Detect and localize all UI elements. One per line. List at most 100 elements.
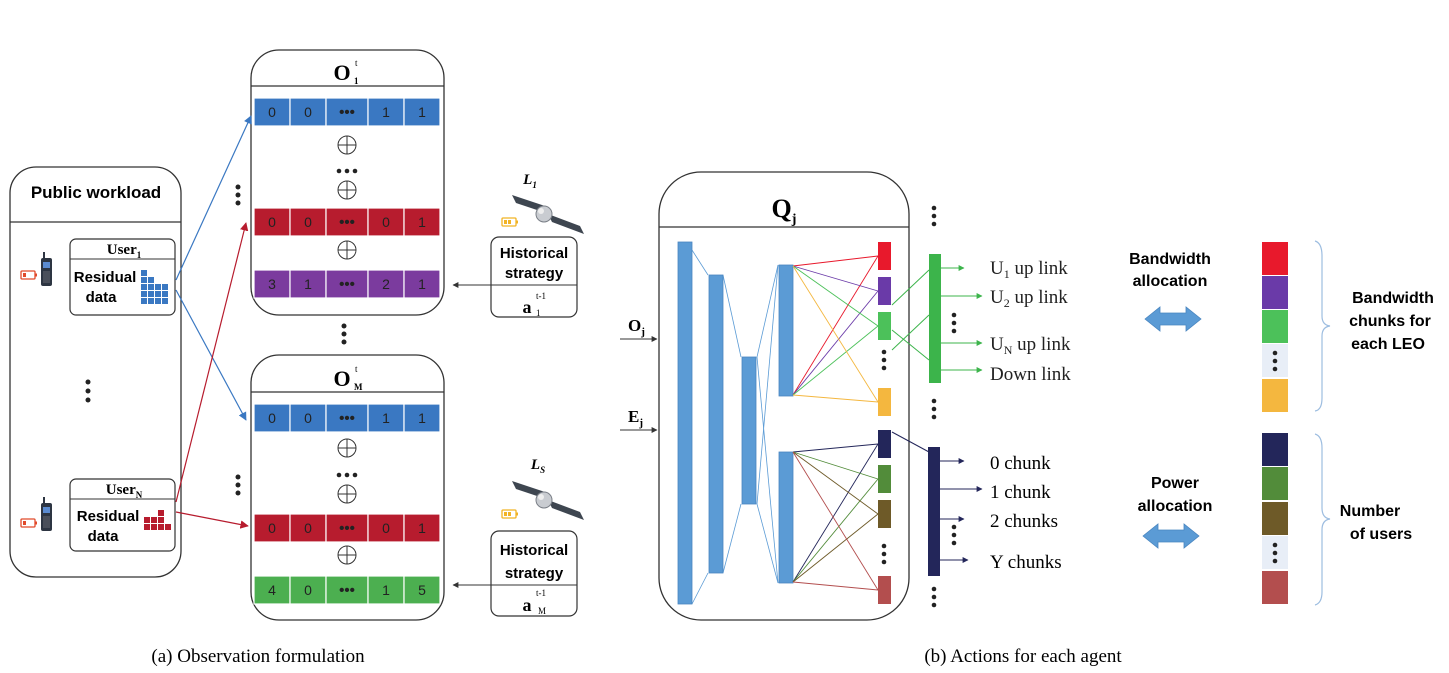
- userN-residual-label: Residual: [77, 508, 140, 525]
- obs-cell: [325, 403, 369, 433]
- obs-cell-value: 0: [304, 520, 312, 536]
- obs-cell-value: 3: [268, 276, 276, 292]
- bandwidth-output-neuron: [878, 312, 891, 340]
- power-output-neuron: [878, 465, 891, 493]
- chunk-square: [1262, 571, 1288, 604]
- obs-cell-value: •••: [339, 410, 355, 427]
- chunk-dot: [1272, 350, 1278, 356]
- chunk-dot: [1272, 542, 1278, 548]
- between-dots: [235, 184, 347, 496]
- phone-icon: [41, 252, 52, 286]
- svg-text:User1: User1: [107, 242, 142, 260]
- obs-cell: [253, 207, 291, 237]
- userN-block: UserN Residual data: [20, 478, 176, 552]
- satS-hist-2: strategy: [505, 565, 564, 582]
- chunk-dot: [1272, 358, 1278, 364]
- number-of-users-label: Number: [1340, 503, 1400, 520]
- connection-line: [792, 265, 879, 327]
- obs-cell-value: 1: [418, 276, 426, 292]
- input-e-label: E: [628, 407, 639, 426]
- connection-line: [792, 581, 879, 591]
- connection-line: [792, 290, 879, 396]
- connection-line: [792, 255, 879, 267]
- input-layer: [677, 241, 693, 605]
- bandwidth-output-neuron: [878, 388, 891, 416]
- obs-cell: [367, 575, 405, 605]
- obs-cell-value: 0: [304, 104, 312, 120]
- obs-cell-value: •••: [339, 104, 355, 121]
- q-title: Q: [772, 194, 792, 223]
- obs-cell-value: 1: [418, 520, 426, 536]
- connection-line: [792, 443, 879, 453]
- connection-line: [792, 513, 879, 583]
- svg-text:allocation: allocation: [1133, 273, 1208, 290]
- svg-text:Oj: Oj: [628, 316, 645, 338]
- connection-line: [792, 325, 879, 396]
- satellite-icon: [512, 195, 584, 234]
- chunk-dot: [1272, 550, 1278, 556]
- obs-cell-value: 1: [304, 276, 312, 292]
- obs-cell-value: 1: [382, 104, 390, 120]
- chunk-label: 1 chunk: [990, 482, 1051, 503]
- link-label: U: [990, 258, 1004, 279]
- svg-text:M: M: [538, 606, 546, 616]
- obs-cell-value: 1: [382, 410, 390, 426]
- obs-cell: [367, 269, 405, 299]
- chunk-labels: 0 chunk 1 chunk 2 chunks Y chunks: [990, 453, 1062, 573]
- user1-label: User: [107, 242, 137, 258]
- chunk-label: 0 chunk: [990, 453, 1051, 474]
- obs-cell: [403, 97, 441, 127]
- obs-cell: [403, 207, 441, 237]
- bandwidth-chunks-label: Bandwidth: [1352, 290, 1434, 307]
- obs-cell: [403, 403, 441, 433]
- obs-cell: [325, 207, 369, 237]
- userN-label: User: [106, 482, 136, 498]
- power-chunk-stack: [1262, 433, 1288, 604]
- svg-text:LS: LS: [530, 457, 545, 475]
- double-arrow-icon: [1142, 523, 1200, 549]
- obs-cell: [289, 97, 327, 127]
- power-output-neuron: [878, 500, 891, 528]
- obs-cell: [253, 269, 291, 299]
- satS-hist-1: Historical: [500, 542, 568, 559]
- sat1-name: L: [522, 172, 532, 188]
- sat1-a: a: [523, 297, 532, 317]
- user1-residual-label: Residual: [74, 269, 137, 286]
- right-caption: (b) Actions for each agent: [924, 646, 1122, 667]
- power-connections: [792, 443, 879, 591]
- connection-line: [792, 394, 879, 403]
- svg-text:O: O: [333, 60, 350, 85]
- svg-text:Ej: Ej: [628, 407, 643, 429]
- chunk-square: [1262, 242, 1288, 275]
- battery-icon: [20, 270, 37, 280]
- power-aggregator: [891, 431, 983, 576]
- phone-icon: [41, 497, 52, 531]
- obs-cell: [325, 97, 369, 127]
- obs-cell-value: 1: [418, 104, 426, 120]
- svg-text:O: O: [333, 366, 350, 391]
- svg-text:UN up link: UN up link: [990, 334, 1071, 357]
- obs-cell-value: 0: [382, 520, 390, 536]
- obs-cell: [253, 97, 291, 127]
- power-allocation-label: Power: [1151, 475, 1199, 492]
- power-output-neuron: [878, 576, 891, 604]
- users-brace: [1314, 433, 1331, 606]
- output-dots: [881, 349, 887, 565]
- network-layers: [677, 241, 794, 605]
- link-label: Down link: [990, 364, 1071, 385]
- user1-data-label: data: [86, 289, 118, 306]
- public-workload-title: Public workload: [31, 183, 161, 202]
- svg-text:of users: of users: [1350, 526, 1412, 543]
- userN-data-label: data: [88, 528, 120, 545]
- bandwidth-chunk-stack: [1262, 242, 1288, 412]
- obs-cell-value: •••: [339, 276, 355, 293]
- network-inputs: Oj Ej: [620, 316, 658, 433]
- user1-block: User1 Residual data: [20, 238, 176, 316]
- svg-text:1: 1: [354, 76, 359, 86]
- input-o-label: O: [628, 316, 641, 335]
- hidden-layer-power: [778, 451, 794, 584]
- chunk-dot: [1272, 366, 1278, 372]
- obs-cell: [367, 207, 405, 237]
